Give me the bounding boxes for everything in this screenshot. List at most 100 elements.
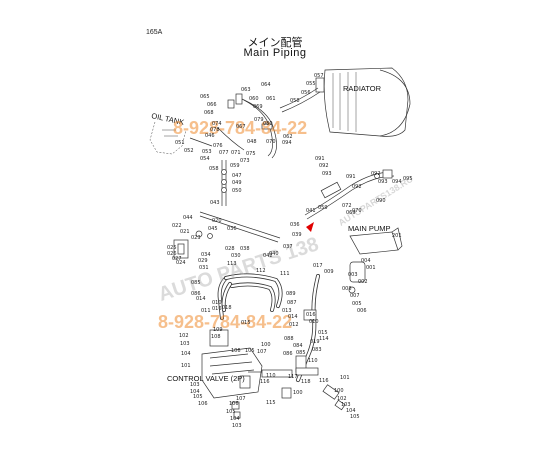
part-number-label: 049 <box>232 180 242 186</box>
part-number-label: 048 <box>247 139 257 145</box>
part-number-label: 017 <box>313 263 323 269</box>
part-number-label: 083 <box>312 347 322 353</box>
main-high-pressure-hoses <box>217 273 283 320</box>
part-number-label: 044 <box>183 215 193 221</box>
part-number-label: 116 <box>260 379 270 385</box>
part-number-label: 106 <box>231 348 241 354</box>
part-number-label: 065 <box>200 94 210 100</box>
part-number-label: 101 <box>181 363 191 369</box>
part-number-label: 062 <box>283 134 293 140</box>
part-number-label: 095 <box>403 176 413 182</box>
part-number-label: 117 <box>288 374 298 380</box>
part-number-label: 056 <box>301 90 311 96</box>
part-number-label: 008 <box>342 286 352 292</box>
part-number-label: 111 <box>280 271 290 277</box>
lower-right-fittings <box>231 384 346 419</box>
part-number-label: 026 <box>167 251 177 257</box>
part-number-label: 010 <box>212 300 222 306</box>
right-upper-hose <box>304 169 395 220</box>
part-number-label: 105 <box>350 414 360 420</box>
part-number-label: 016 <box>212 306 222 312</box>
part-number-label: 014 <box>196 296 206 302</box>
part-number-label: 037 <box>283 244 293 250</box>
radiator-unit <box>315 67 411 137</box>
center-pipe-column <box>199 160 281 243</box>
part-number-label: 009 <box>324 269 334 275</box>
part-number-label: 023 <box>191 235 201 241</box>
part-number-label: 110 <box>308 358 318 364</box>
part-number-label: 019 <box>310 339 320 345</box>
label-radiator: RADIATOR <box>343 84 382 93</box>
part-number-label: 002 <box>358 279 368 285</box>
part-number-label: 034 <box>201 252 211 258</box>
part-number-label: 043 <box>210 200 220 206</box>
part-number-label: 076 <box>213 143 223 149</box>
part-number-label: 101 <box>340 375 350 381</box>
pump-delivery-hose <box>295 274 320 382</box>
part-number-label: 092 <box>352 184 362 190</box>
part-number-label: 114 <box>319 336 329 342</box>
part-number-label: 092 <box>319 163 329 169</box>
part-number-label: 053 <box>202 149 212 155</box>
part-number-label: 107 <box>236 396 246 402</box>
part-number-label: 040 <box>269 251 279 257</box>
part-number-label: 084 <box>293 343 303 349</box>
part-number-label: 118 <box>301 379 311 385</box>
page-title: Main Piping <box>243 47 307 59</box>
part-number-label: 104 <box>346 408 356 414</box>
part-number-label: 058 <box>290 98 300 104</box>
part-number-label: 085 <box>191 280 201 286</box>
part-number-label: 038 <box>240 246 250 252</box>
part-number-label: 058 <box>209 166 219 172</box>
part-number-label: 069 <box>346 210 356 216</box>
part-number-label: 100 <box>261 342 271 348</box>
part-number-label: 030 <box>231 253 241 259</box>
part-number-label: 116 <box>319 378 329 384</box>
part-number-label: 075 <box>246 151 256 157</box>
part-number-label: 036 <box>227 226 237 232</box>
part-number-label: 016 <box>306 312 316 318</box>
part-number-callouts: 0570550560580640650660680630600690610790… <box>167 73 413 429</box>
part-number-label: 022 <box>172 223 182 229</box>
part-number-label: 025 <box>167 245 177 251</box>
page-title-japanese: メイン配管 <box>247 36 303 49</box>
part-number-label: 060 <box>249 96 259 102</box>
part-number-label: 021 <box>180 229 190 235</box>
part-number-label: 089 <box>286 291 296 297</box>
part-number-label: 006 <box>357 308 367 314</box>
part-number-label: 109 <box>213 327 223 333</box>
part-number-label: 015 <box>241 320 251 326</box>
part-number-label: 105 <box>193 394 203 400</box>
part-number-label: 115 <box>266 400 276 406</box>
part-number-label: 112 <box>256 268 266 274</box>
part-number-label: 073 <box>240 158 250 164</box>
part-number-label: 100 <box>334 388 344 394</box>
part-number-label: 103 <box>190 382 200 388</box>
part-number-label: 102 <box>337 396 347 402</box>
part-number-label: 087 <box>287 300 297 306</box>
part-number-label: 064 <box>261 82 271 88</box>
part-number-label: 094 <box>282 140 292 146</box>
part-number-label: 106 <box>229 401 239 407</box>
part-number-label: 015 <box>318 330 328 336</box>
part-number-label: 001 <box>366 265 376 271</box>
part-number-label: 078 <box>210 127 220 133</box>
part-number-label: 028 <box>225 246 235 252</box>
part-number-label: 086 <box>191 291 201 297</box>
part-number-label: 070 <box>266 139 276 145</box>
part-number-label: 027 <box>172 256 182 262</box>
part-number-label: 066 <box>207 102 217 108</box>
part-number-label: 013 <box>282 308 292 314</box>
part-number-label: 045 <box>208 226 218 232</box>
part-number-label: 069 <box>253 104 263 110</box>
part-number-label: 029 <box>198 258 208 264</box>
part-number-label: 091 <box>315 156 325 162</box>
part-number-label: 057 <box>314 73 324 79</box>
page-code: 165A <box>146 29 163 36</box>
part-number-label: 103 <box>232 423 242 429</box>
part-number-label: 103 <box>341 402 351 408</box>
part-number-label: 046 <box>205 133 215 139</box>
part-number-label: 079 <box>254 117 264 123</box>
